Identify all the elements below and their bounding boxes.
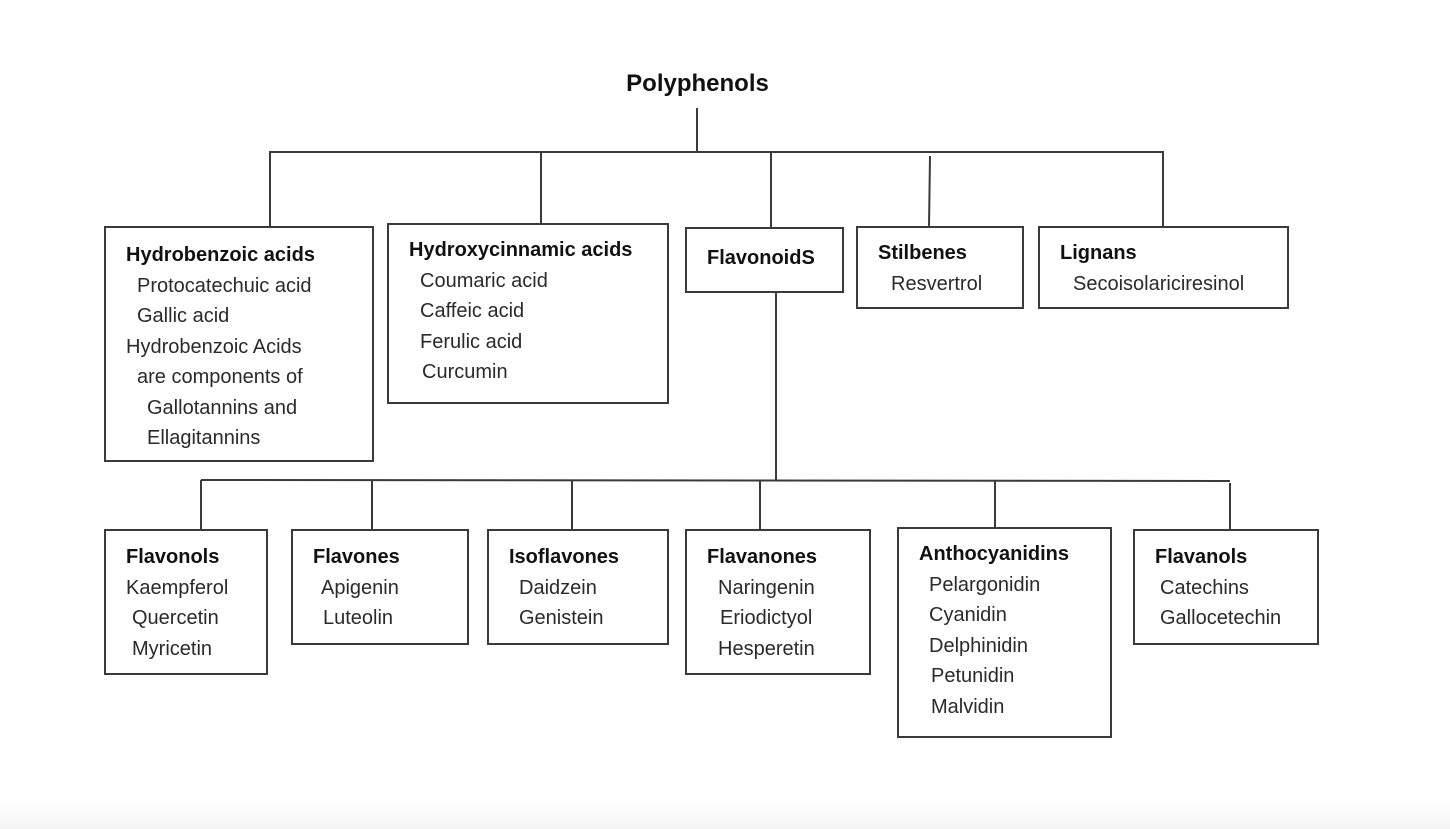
subclass-box-isoflavones: Isoflavones Daidzein Genistein: [487, 529, 669, 645]
compound-item: Caffeic acid: [420, 300, 525, 322]
category-heading: FlavonoidS: [707, 247, 815, 269]
compound-item: Ferulic acid: [420, 330, 523, 353]
compound-item: Luteolin: [323, 607, 394, 629]
subclass-box-flavones: Flavones Apigenin Luteolin: [291, 529, 469, 645]
note-text: Gallotannins and: [147, 396, 298, 419]
category-heading: Hydrobenzoic acids: [126, 244, 315, 266]
note-text: Ellagitannins: [147, 427, 261, 449]
category-box-hydrobenzoic-acids: Hydrobenzoic acids Protocatechuic acid G…: [104, 226, 374, 462]
compound-item: Curcumin: [422, 361, 508, 383]
subclass-heading: Flavonols: [126, 546, 220, 568]
compound-item: Apigenin: [321, 576, 399, 599]
compound-item: Resvertrol: [891, 272, 983, 295]
subclass-box-flavanols: Flavanols Catechins Gallocetechin: [1133, 529, 1319, 645]
compound-item: Pelargonidin: [929, 573, 1041, 596]
compound-item: Coumaric acid: [420, 269, 548, 292]
subclass-heading: Flavones: [313, 546, 400, 568]
category-box-flavonoids: FlavonoidS: [685, 227, 844, 293]
compound-item: Cyanidin: [929, 604, 1007, 626]
category-heading: Lignans: [1060, 242, 1137, 264]
compound-item: Hesperetin: [718, 637, 815, 660]
compound-item: Quercetin: [132, 607, 219, 629]
compound-item: Malvidin: [931, 695, 1005, 718]
compound-item: Petunidin: [931, 665, 1015, 687]
compound-item: Myricetin: [132, 637, 213, 660]
compound-item: Genistein: [519, 607, 604, 629]
subclass-box-flavonols: Flavonols Kaempferol Quercetin Myricetin: [104, 529, 268, 675]
subclass-heading: Flavanols: [1155, 546, 1248, 568]
root-title: Polyphenols: [626, 70, 769, 97]
category-box-hydroxycinnamic-acids: Hydroxycinnamic acids Coumaric acid Caff…: [387, 223, 669, 404]
compound-item: Daidzein: [519, 576, 597, 599]
compound-item: Eriodictyol: [720, 607, 813, 629]
compound-item: Delphinidin: [929, 634, 1028, 657]
note-text: are components of: [137, 366, 303, 388]
category-heading: Hydroxycinnamic acids: [409, 239, 633, 261]
compound-item: Kaempferol: [126, 576, 229, 599]
compound-item: Catechins: [1160, 576, 1249, 599]
level2-bus: [200, 479, 1231, 482]
note-text: Hydrobenzoic Acids: [126, 335, 302, 358]
compound-item: Gallic acid: [137, 305, 230, 327]
subclass-box-flavanones: Flavanones Naringenin Eriodictyol Hesper…: [685, 529, 871, 675]
compound-item: Gallocetechin: [1160, 607, 1282, 629]
connector-stilbenes: [928, 155, 931, 228]
subclass-heading: Isoflavones: [509, 546, 620, 568]
subclass-box-anthocyanidins: Anthocyanidins Pelargonidin Cyanidin Del…: [897, 527, 1112, 738]
subclass-heading: Anthocyanidins: [919, 543, 1070, 565]
compound-item: Secoisolariciresinol: [1073, 272, 1245, 295]
category-heading: Stilbenes: [878, 242, 967, 264]
compound-item: Protocatechuic acid: [137, 274, 312, 297]
compound-item: Naringenin: [718, 576, 815, 599]
category-box-stilbenes: Stilbenes Resvertrol: [856, 226, 1024, 309]
category-box-lignans: Lignans Secoisolariciresinol: [1038, 226, 1289, 309]
subclass-heading: Flavanones: [707, 546, 818, 568]
